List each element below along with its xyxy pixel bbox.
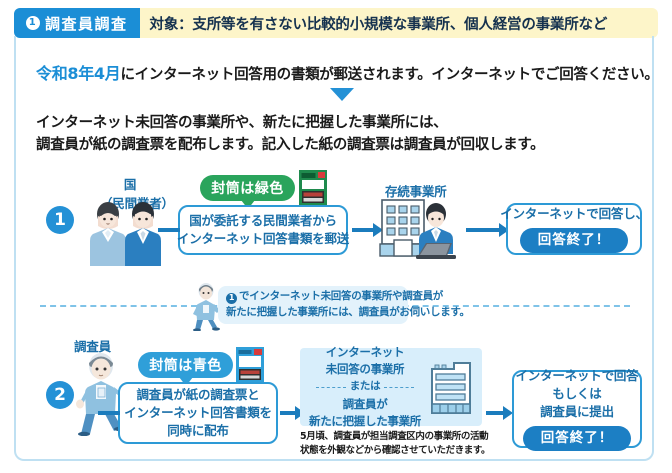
row1-envelope-bubble: 封筒は緑色 — [200, 175, 295, 209]
header-tab-label: 調査員調査 — [45, 14, 128, 33]
row2-target-panel: インターネット 未回答の事業所 または 調査員が 新たに把握した事業所 — [300, 345, 482, 428]
row1-action-box: 国が委託する民間業者から インターネット回答書類を郵送 — [176, 205, 350, 255]
row2-result-box: インターネットで回答 もしくは 調査員に提出 回答終了！ — [512, 367, 642, 452]
row2-action-line3: 同時に配布 — [167, 423, 229, 439]
row2-caption-line2: 状態を外観などから確認させていただきます。 — [300, 445, 491, 457]
row1-target-label: 存続事業所 — [385, 184, 447, 199]
row2-target-or: または — [300, 379, 430, 395]
row2-action-line2: インターネット回答書類を — [124, 404, 272, 420]
row1-arrow-1 — [352, 223, 383, 237]
intro-line2-b: 調査員が紙の調査票を配布します。記入した紙の調査票は調査員が回収します。 — [36, 137, 545, 154]
walking-surveyor-icon — [193, 283, 220, 331]
row2-result-line3: 調査員に提出 — [540, 403, 614, 419]
row2-result-pill: 回答終了！ — [522, 425, 632, 452]
content-frame — [14, 36, 654, 461]
header-tab: 1 調査員調査 — [14, 8, 140, 38]
row2-result-line2: もしくは — [552, 385, 602, 401]
intro-line2-a: インターネット未回答の事業所や、新たに把握した事業所には、 — [36, 115, 448, 131]
row2-caption-line1: 5月頃、調査員が担当調査区内の事業所の活動 — [300, 431, 489, 442]
row2-actor-label: 調査員 — [74, 339, 111, 354]
row1-result-line1: インターネットで回答し、 — [500, 205, 648, 221]
intro-line-1: 令和8年4月にインターネット回答用の書類が郵送されます。インターネットでご回答く… — [36, 60, 659, 84]
row1-step-badge: 1 — [46, 206, 74, 234]
green-envelope-icon — [299, 170, 327, 206]
row2-target-line1: インターネット — [325, 344, 405, 359]
dash-right-icon — [384, 386, 415, 388]
dash-left-icon — [315, 386, 346, 388]
row2-arrow-2 — [486, 406, 513, 420]
row2-target-line2: 未回答の事業所 — [325, 361, 405, 376]
header-subject: 対象：支所等を有さない比較的小規模な事業所、個人経営の事業所など — [139, 8, 658, 38]
intro-line-2: インターネット未回答の事業所や、新たに把握した事業所には、 調査員が紙の調査票を… — [36, 112, 646, 157]
row1-connector-line — [158, 228, 180, 232]
row2-step-badge: 2 — [46, 381, 74, 409]
blue-envelope-icon — [236, 347, 264, 383]
header-number-badge: 1 — [26, 16, 40, 30]
intro-highlight: 令和8年4月 — [36, 64, 121, 83]
row2-action-line1: 調査員が紙の調査票と — [136, 386, 260, 402]
office-building-icon — [431, 362, 471, 414]
row2-action-box: 調査員が紙の調査票と インターネット回答書類を 同時に配布 — [118, 382, 278, 444]
office-building-laptop-icon — [379, 199, 456, 259]
row2-caption: 5月頃、調査員が担当調査区内の事業所の活動 状態を外観などから確認させていただき… — [300, 430, 500, 459]
row2-target-text: インターネット 未回答の事業所 または 調査員が 新たに把握した事業所 — [300, 344, 430, 431]
row2-connector-line — [98, 411, 120, 415]
row1-arrow-2 — [466, 223, 509, 237]
row1-actor-label-line1: 国 — [123, 177, 137, 192]
down-triangle-icon — [330, 88, 354, 101]
divider-note-line2: 新たに把握した事業所には、調査員がお伺いします。 — [226, 306, 470, 318]
row2-target-or-label: または — [349, 380, 381, 393]
row2-result-line1: インターネットで回答 — [515, 367, 639, 383]
divider-note-number: 1 — [226, 292, 237, 304]
row2-arrow-1 — [280, 406, 305, 420]
intro-line1-rest: にインターネット回答用の書類が郵送されます。インターネットでご回答ください。 — [120, 67, 659, 83]
row1-action-line2: インターネット回答書類を郵送 — [176, 231, 350, 246]
header-bar: 1 調査員調査 対象：支所等を有さない比較的小規模な事業所、個人経営の事業所など — [14, 8, 658, 38]
divider-note-line1-text: でインターネット未回答の事業所や調査員が — [239, 290, 443, 303]
row2-surveyor-icon — [76, 353, 129, 436]
row2-envelope-bubble: 封筒は青色 — [138, 352, 233, 386]
government-officials-icon — [90, 202, 161, 266]
row1-result-box: インターネットで回答し、 回答終了！ — [500, 203, 648, 255]
row1-result-pill: 回答終了！ — [519, 227, 629, 254]
row1-actor-label-line2: （民間業者） — [100, 196, 174, 211]
row2-target-line4: 新たに把握した事業所 — [309, 414, 421, 429]
row1-actor-label: 国 （民間業者） — [100, 174, 174, 212]
row2-target-line3: 調査員が — [342, 396, 388, 411]
row1-action-line1: 国が委託する民間業者から — [189, 212, 337, 228]
